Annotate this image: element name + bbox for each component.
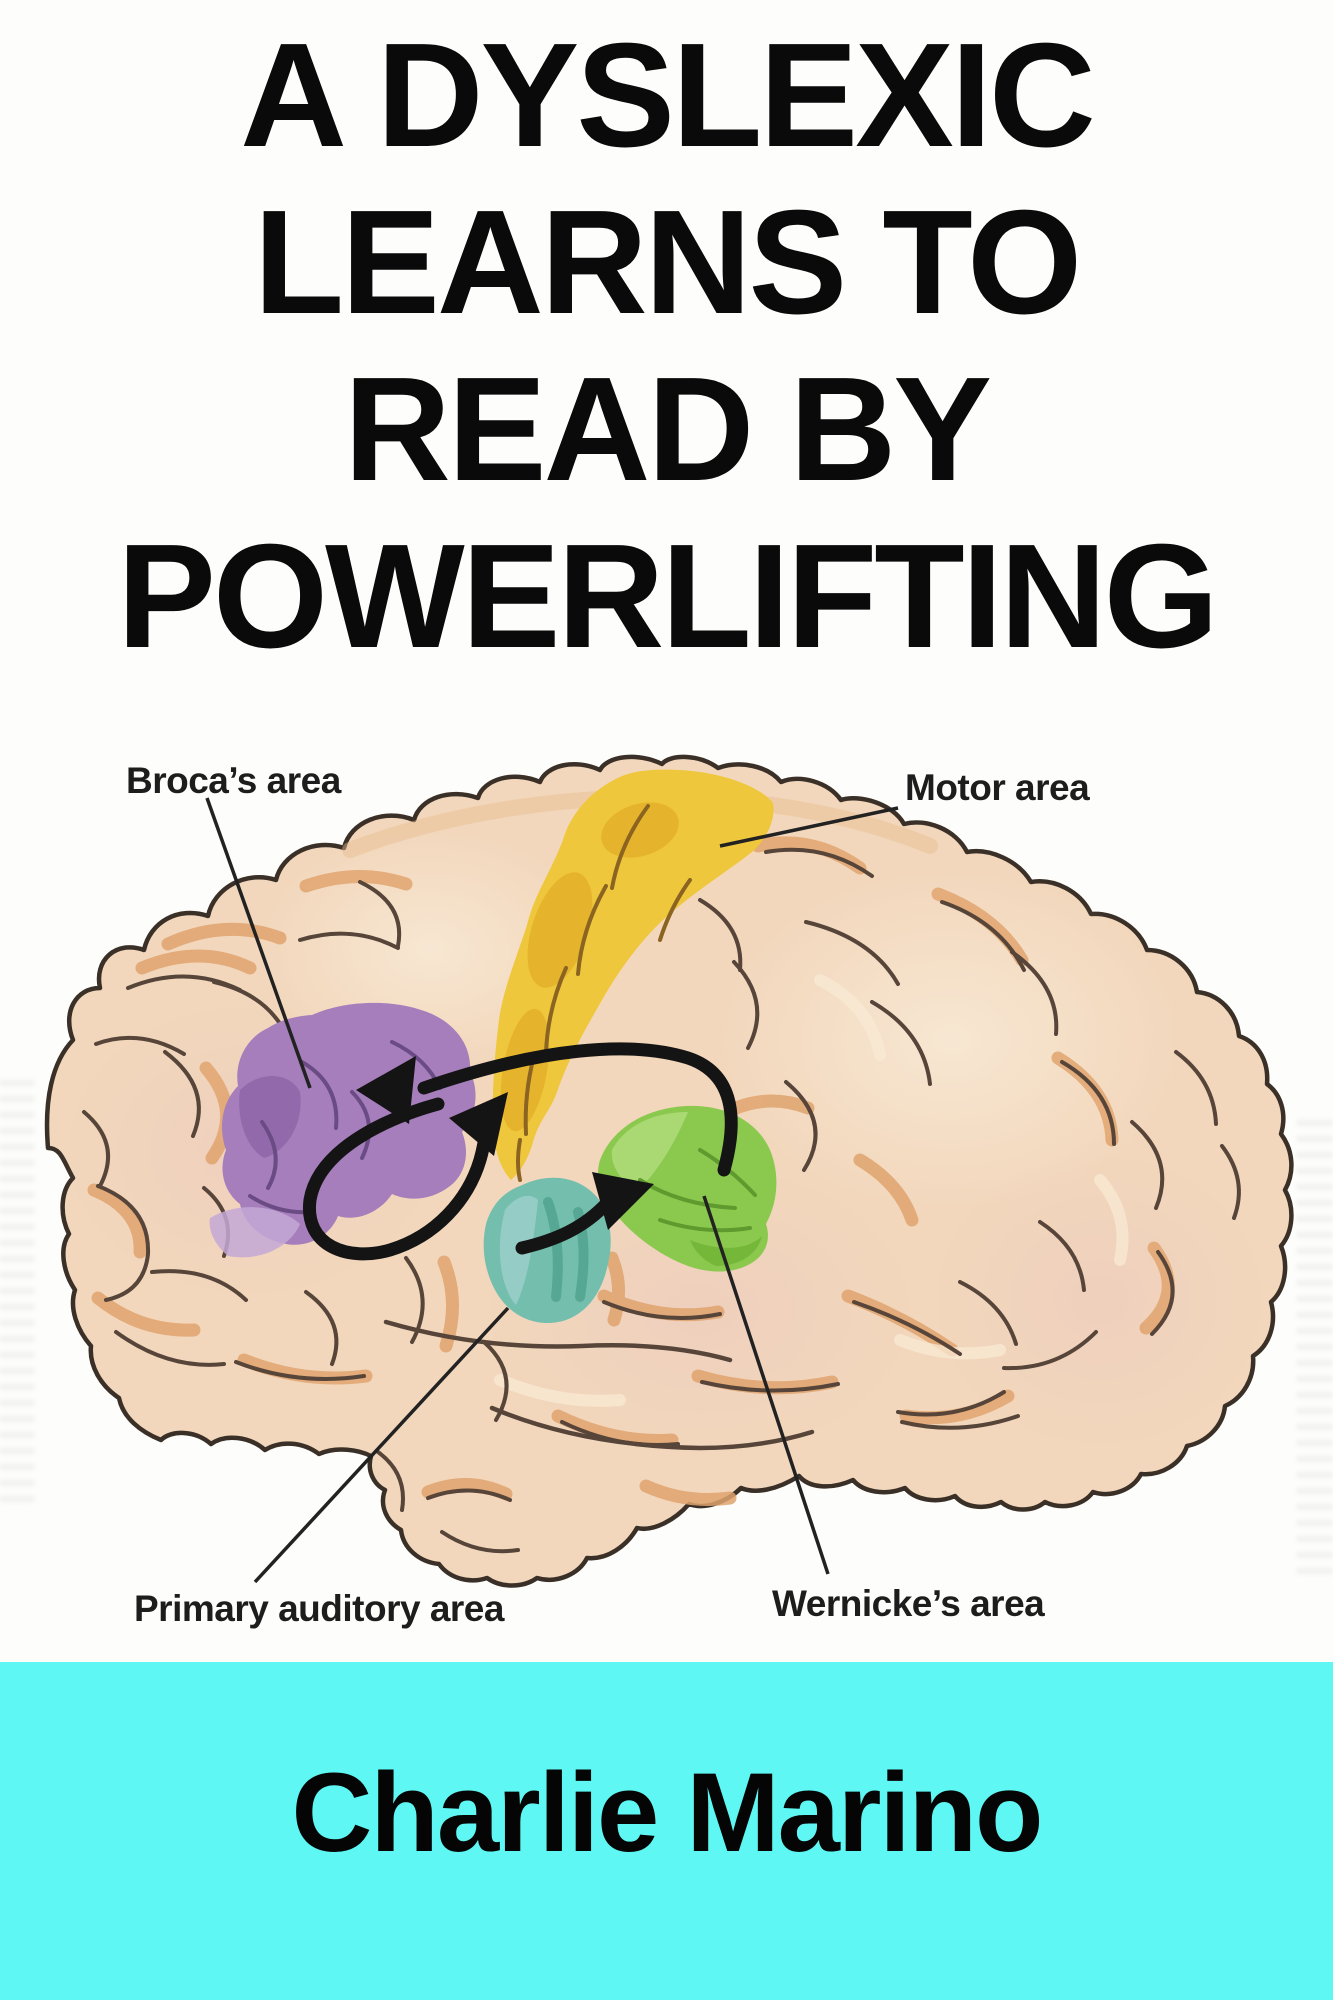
title-line-2: LEARNS TO <box>253 180 1082 345</box>
arrowhead-toward-motor <box>449 1092 508 1156</box>
pathway-arrows <box>303 1042 738 1261</box>
leader-line-motor <box>719 806 899 848</box>
book-title: A DYSLEXIC LEARNS TO READ BY POWERLIFTIN… <box>0 12 1333 680</box>
arrowhead-into-broca <box>356 1056 416 1124</box>
arcuate-arrow-shaft <box>417 1042 738 1177</box>
loop-arrow-shaft <box>303 1097 493 1261</box>
title-line-3: READ BY <box>343 347 992 512</box>
leader-lines <box>205 797 899 1584</box>
arrowheads <box>356 1056 654 1230</box>
scan-smudge-right <box>1297 1120 1333 1580</box>
label-brocas-area: Broca’s area <box>126 760 341 801</box>
auditory-area-region <box>483 1177 611 1324</box>
title-line-4: POWERLIFTING <box>117 514 1219 679</box>
author-name: Charlie Marino <box>291 1750 1044 1875</box>
label-wernickes-area: Wernicke’s area <box>772 1583 1045 1624</box>
author-band: Charlie Marino <box>0 1662 1333 2000</box>
leader-line-auditory <box>253 1306 510 1584</box>
leader-line-broca <box>205 797 312 1089</box>
brain-illustration-svg <box>44 754 1294 1588</box>
leader-line-wernicke <box>702 1195 830 1575</box>
brain-diagram: Broca’s area Motor area Primary auditory… <box>0 754 1333 1629</box>
label-primary-auditory-area: Primary auditory area <box>134 1588 504 1629</box>
motor-area-region <box>492 769 774 1182</box>
auditory-to-wernicke-arrow-shaft <box>515 1195 615 1255</box>
title-line-1: A DYSLEXIC <box>240 13 1096 178</box>
scan-smudge-left <box>0 1080 34 1510</box>
label-motor-area: Motor area <box>905 767 1090 808</box>
arrowhead-into-wernicke <box>592 1172 654 1230</box>
